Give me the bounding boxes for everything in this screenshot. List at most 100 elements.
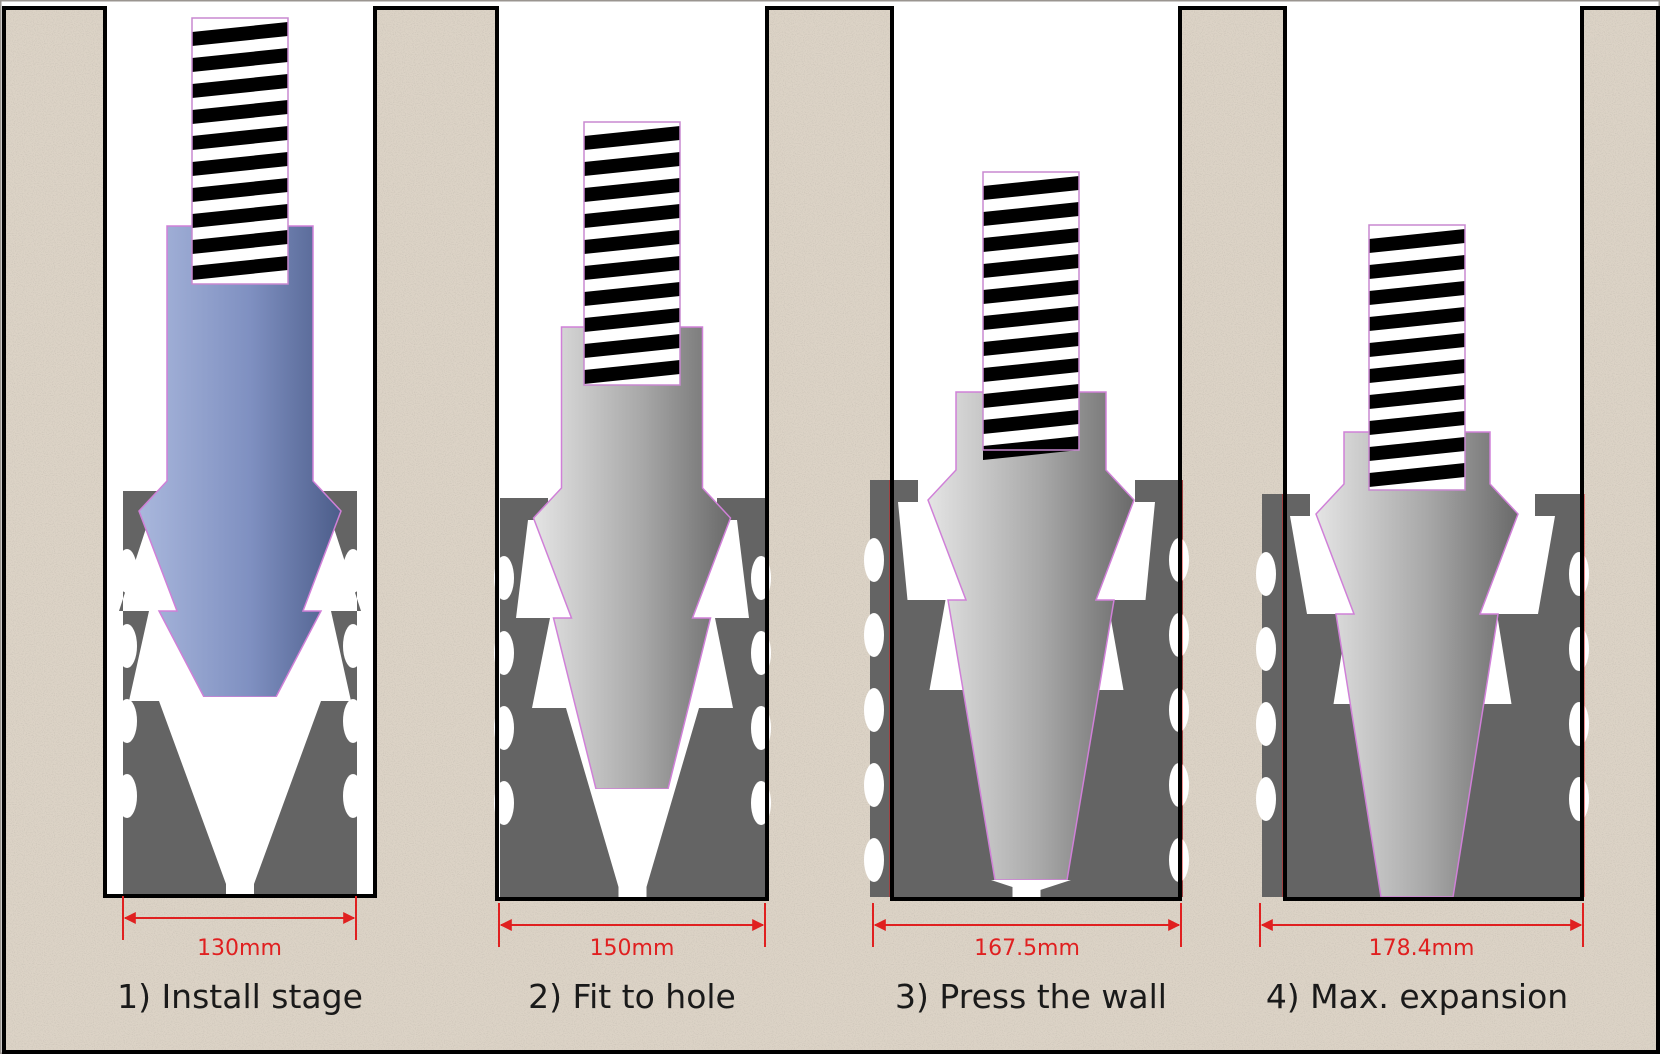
thread-band (584, 230, 680, 254)
threaded-rod-icon (583, 121, 681, 386)
thread-band (983, 332, 1079, 356)
sleeve-groove (1256, 627, 1276, 671)
sleeve-groove (864, 763, 884, 807)
thread-band (1369, 359, 1465, 383)
cone-void (200, 697, 280, 890)
sleeve-groove (343, 699, 363, 743)
thread-band (192, 126, 288, 150)
expansion-sleeve-left (870, 480, 1013, 897)
sleeve-groove (1569, 777, 1589, 821)
threaded-rod-icon (191, 17, 289, 285)
cone-void (991, 880, 1071, 893)
measurement-label: 178.4mm (1369, 936, 1475, 961)
sleeve-groove (117, 549, 137, 593)
thread-band (983, 228, 1079, 252)
expansion-sleeve-left (500, 498, 619, 897)
anchor-stage-2 (494, 121, 771, 897)
thread-band (584, 308, 680, 332)
thread-band (584, 256, 680, 280)
thread-band (983, 176, 1079, 200)
thread-band (1369, 229, 1465, 253)
threaded-rod-icon (982, 171, 1080, 460)
dimension-3: 167.5mm (872, 903, 1182, 961)
expansion-sleeve-right (1436, 494, 1583, 897)
hole-outline (2, 6, 1660, 1054)
stage-caption: 4) Max. expansion (1266, 977, 1568, 1016)
thread-band (1369, 411, 1465, 435)
thread-band (1369, 281, 1465, 305)
stage-captions: 1) Install stage 2) Fit to hole 3) Press t… (117, 977, 1568, 1016)
sleeve-groove (343, 549, 363, 593)
rod-outline (1368, 224, 1466, 491)
dimension-1: 130mm (122, 896, 357, 961)
expansion-sleeve-right (254, 491, 361, 894)
thread-band (983, 358, 1079, 382)
thread-band (192, 256, 288, 280)
thread-band (983, 254, 1079, 278)
thread-band (1369, 463, 1465, 487)
sleeve-groove (117, 699, 137, 743)
sleeve-groove (1569, 627, 1589, 671)
sleeve-groove (1256, 702, 1276, 746)
thread-band (192, 230, 288, 254)
thread-band (983, 280, 1079, 304)
sleeve-groove (343, 624, 363, 668)
thread-band (1369, 385, 1465, 409)
rod-outline (191, 17, 289, 285)
stage-caption: 3) Press the wall (895, 977, 1167, 1016)
thread-band (192, 48, 288, 72)
measurement-label: 167.5mm (974, 936, 1080, 961)
thread-band (983, 436, 1079, 460)
sleeve-groove (1569, 552, 1589, 596)
sleeve-groove (343, 774, 363, 818)
thread-band (1369, 255, 1465, 279)
sleeve-groove (1569, 702, 1589, 746)
rod-outline (583, 121, 681, 386)
thread-band (584, 126, 680, 150)
sleeve-groove (1256, 777, 1276, 821)
dimension-4: 178.4mm (1259, 903, 1584, 961)
thread-band (983, 306, 1079, 330)
thread-band (983, 384, 1079, 408)
cone-void (592, 789, 672, 893)
dimension-lines: 130mm 150mm 167.5mm 178.4mm (122, 896, 1584, 961)
thread-band (192, 100, 288, 124)
thread-band (192, 178, 288, 202)
anchors (117, 17, 1589, 898)
thread-band (1369, 437, 1465, 461)
anchor-stage-3 (864, 171, 1189, 897)
anchor-stage-1 (117, 17, 363, 894)
sleeve-groove (117, 624, 137, 668)
measurement-label: 150mm (590, 936, 675, 961)
tapered-cone-icon (138, 225, 342, 698)
threaded-rod-icon (1368, 224, 1466, 491)
anchor-stage-4 (1256, 224, 1589, 898)
sleeve-groove (864, 688, 884, 732)
thread-band (584, 204, 680, 228)
expansion-sleeve-left (119, 491, 226, 894)
thread-band (1369, 333, 1465, 357)
thread-band (192, 22, 288, 46)
thread-band (983, 202, 1079, 226)
measurement-label: 130mm (197, 936, 282, 961)
sleeve-groove (864, 838, 884, 882)
sleeve-groove (864, 538, 884, 582)
thread-band (192, 152, 288, 176)
thread-band (584, 178, 680, 202)
thread-band (983, 410, 1079, 434)
stage-caption: 1) Install stage (117, 977, 363, 1016)
thread-band (1369, 307, 1465, 331)
rod-outline (982, 171, 1080, 451)
expansion-sleeve-right (646, 498, 765, 897)
thread-band (192, 204, 288, 228)
stage-caption: 2) Fit to hole (528, 977, 736, 1016)
thread-band (584, 152, 680, 176)
sleeve-groove (1256, 552, 1276, 596)
sleeve-groove (864, 613, 884, 657)
sleeve-groove (117, 774, 137, 818)
thread-band (584, 360, 680, 384)
thread-band (192, 74, 288, 98)
thread-band (584, 334, 680, 358)
